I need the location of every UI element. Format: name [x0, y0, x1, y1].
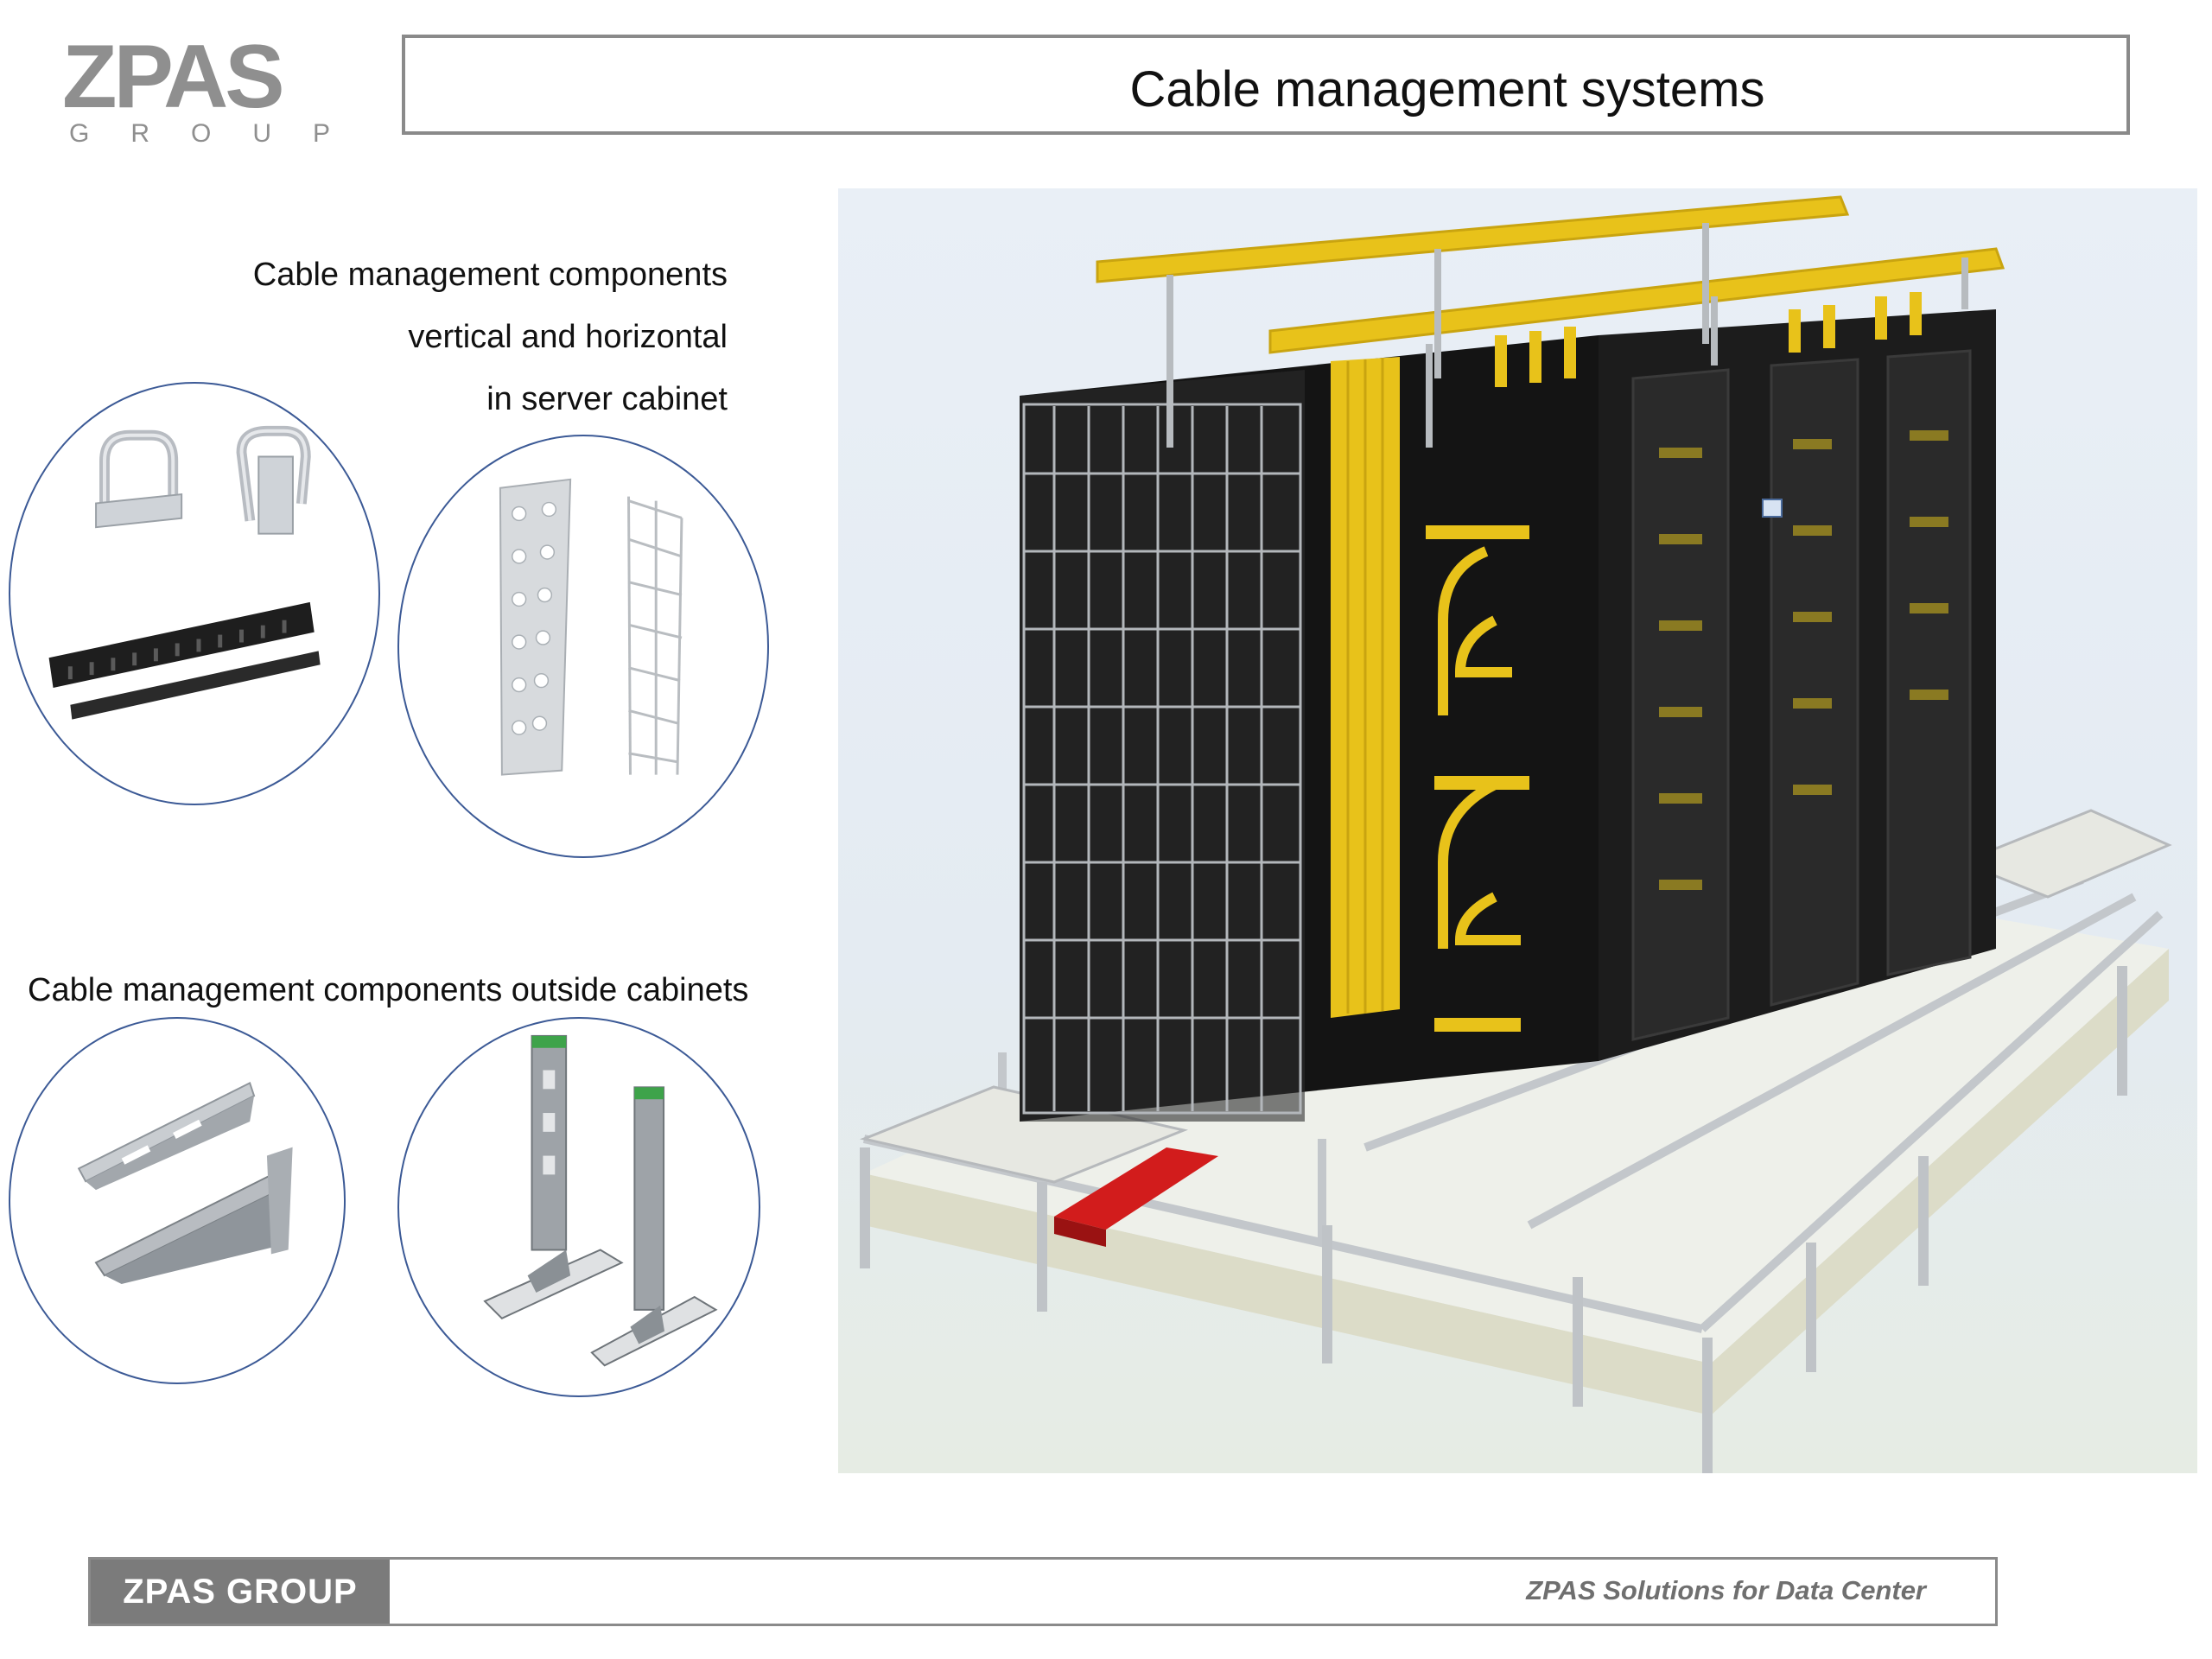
footer-brand: ZPAS GROUP: [91, 1560, 390, 1624]
zpas-logo: ZPAS GROUP: [60, 27, 346, 148]
footer-tagline: ZPAS Solutions for Data Center: [1526, 1575, 1926, 1605]
caption-line: Cable management components: [252, 257, 728, 293]
caption-inside-cabinet: Cable management components vertical and…: [253, 244, 728, 430]
circle-wall-brackets: [9, 1017, 346, 1384]
floor-stands-illustration: [483, 1034, 718, 1367]
logo-subline: GROUP: [69, 119, 346, 145]
zpas-logo-graphic: ZPAS GROUP: [62, 27, 346, 148]
caption-line: vertical and horizontal: [408, 319, 728, 355]
cable-rings-and-panel-illustration: [48, 425, 321, 720]
title-box: Cable management systems: [402, 35, 2130, 135]
circle-cable-rings-panel: [9, 382, 380, 805]
server-cabinets-illustration: [859, 195, 2172, 1473]
circle-vertical-trays: [397, 435, 769, 858]
page-title: Cable management systems: [1129, 61, 1765, 118]
data-center-cabinets-render: [838, 188, 2197, 1473]
vertical-trays-illustration: [499, 478, 683, 776]
logo-wordmark: ZPAS: [62, 33, 282, 127]
wall-brackets-illustration: [77, 1082, 293, 1284]
caption-line: in server cabinet: [486, 381, 728, 417]
circle-floor-stands: [397, 1017, 760, 1397]
caption-outside-cabinets: Cable management components outside cabi…: [28, 972, 749, 1008]
footer-bar: ZPAS GROUP ZPAS Solutions for Data Cente…: [88, 1557, 1998, 1626]
